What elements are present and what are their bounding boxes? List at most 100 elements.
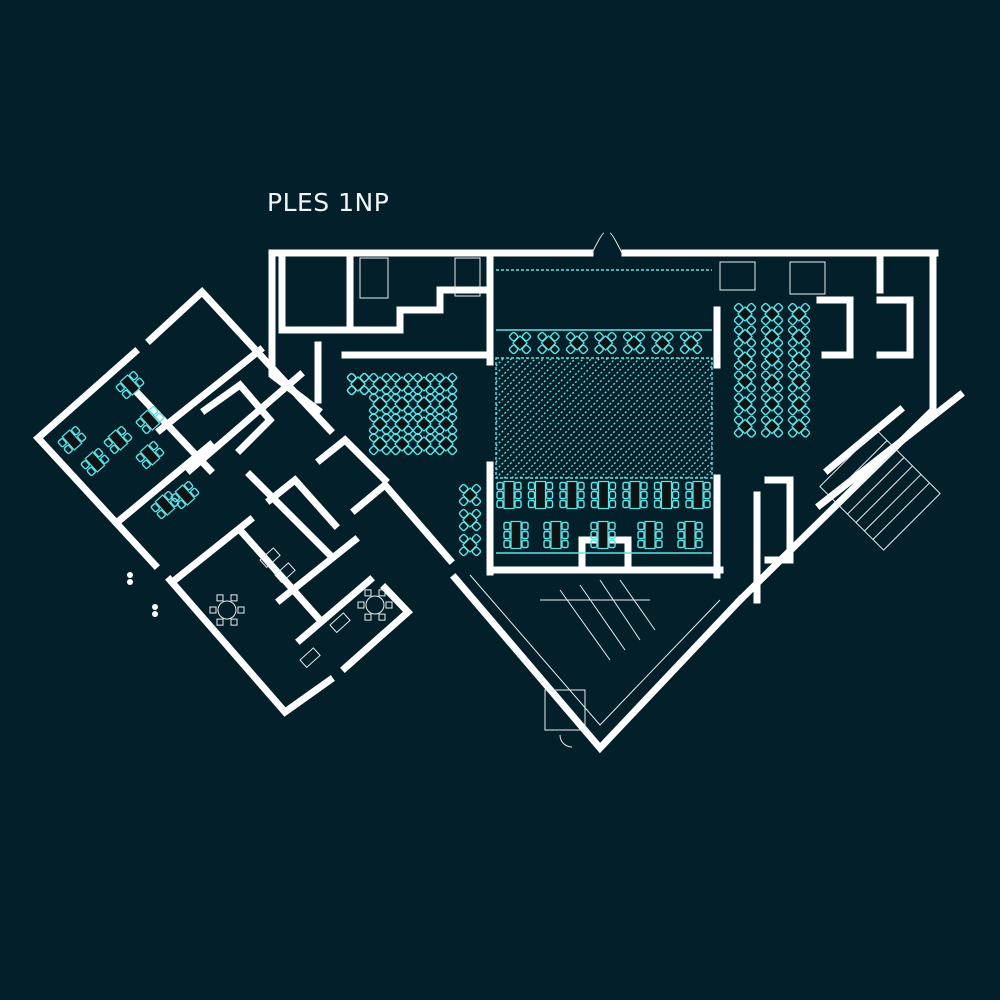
banquet-table-set bbox=[653, 480, 680, 510]
chair bbox=[746, 360, 757, 371]
chair bbox=[425, 425, 436, 436]
office-desk bbox=[329, 612, 351, 634]
round-table-set bbox=[651, 331, 674, 355]
chair bbox=[86, 466, 96, 477]
chair bbox=[471, 483, 482, 494]
chair bbox=[123, 432, 133, 443]
chair bbox=[760, 405, 771, 416]
chair bbox=[412, 445, 423, 456]
chair bbox=[787, 315, 798, 326]
chair bbox=[637, 521, 645, 531]
chair bbox=[733, 428, 744, 438]
chair bbox=[425, 385, 436, 396]
chair bbox=[590, 539, 598, 549]
chair bbox=[679, 344, 690, 355]
chair bbox=[80, 459, 90, 470]
chair bbox=[514, 481, 522, 491]
meeting-table bbox=[357, 589, 393, 621]
chair bbox=[135, 377, 145, 388]
chair bbox=[521, 521, 529, 531]
hatch-line bbox=[647, 413, 713, 479]
chair bbox=[685, 490, 693, 500]
chair bbox=[622, 344, 633, 355]
chair bbox=[63, 444, 73, 455]
round-table-set bbox=[733, 347, 757, 371]
chair bbox=[671, 490, 680, 500]
chair bbox=[412, 432, 423, 443]
chair bbox=[622, 481, 630, 491]
chair bbox=[559, 481, 567, 491]
chair bbox=[471, 546, 482, 557]
chair bbox=[190, 487, 200, 498]
bollard bbox=[127, 579, 133, 585]
round-table-set bbox=[594, 331, 617, 355]
chair bbox=[653, 499, 662, 509]
bollard bbox=[127, 572, 133, 578]
chair bbox=[773, 383, 784, 393]
chair bbox=[434, 425, 445, 436]
chair bbox=[390, 445, 401, 456]
round-table-set bbox=[733, 392, 757, 416]
chair bbox=[787, 383, 798, 393]
chair bbox=[677, 530, 685, 540]
chair bbox=[135, 452, 145, 463]
chair bbox=[703, 490, 711, 500]
hatch-line bbox=[567, 357, 689, 479]
chair bbox=[346, 372, 357, 383]
hatch-line bbox=[503, 357, 625, 479]
chair bbox=[760, 383, 771, 393]
round-table-set bbox=[787, 347, 811, 371]
chair bbox=[77, 432, 87, 443]
hatch-line bbox=[495, 357, 577, 439]
chair bbox=[594, 344, 604, 355]
banquet-table-set bbox=[590, 520, 616, 550]
hatch-line bbox=[591, 357, 713, 479]
chair bbox=[447, 385, 458, 396]
hatch-line bbox=[495, 357, 553, 415]
chair bbox=[635, 331, 646, 342]
chair bbox=[447, 445, 458, 456]
chair bbox=[800, 428, 811, 438]
chair bbox=[679, 331, 690, 342]
chair bbox=[653, 481, 662, 491]
chair bbox=[692, 344, 703, 355]
chair bbox=[800, 347, 811, 358]
chair bbox=[787, 405, 798, 416]
chair bbox=[590, 530, 598, 540]
round-table-set bbox=[622, 331, 646, 355]
chair bbox=[590, 499, 599, 509]
chair bbox=[368, 425, 379, 436]
chair bbox=[746, 347, 757, 358]
hatch-line bbox=[519, 357, 641, 479]
chair bbox=[390, 392, 401, 403]
chair bbox=[637, 539, 645, 549]
hatch-line bbox=[695, 461, 713, 479]
chair bbox=[733, 370, 744, 380]
chair bbox=[746, 315, 757, 326]
entrance-wing-walls bbox=[450, 573, 745, 754]
chair bbox=[733, 392, 744, 403]
round-table-set bbox=[787, 415, 811, 438]
chair bbox=[565, 344, 576, 355]
banquet-table-set bbox=[135, 440, 165, 470]
chair bbox=[176, 499, 186, 510]
hatch-line bbox=[599, 365, 713, 479]
round-table-set bbox=[390, 372, 414, 396]
hatch-line bbox=[663, 429, 713, 479]
chair bbox=[100, 454, 110, 465]
hatch-line bbox=[535, 357, 657, 479]
chair bbox=[773, 315, 784, 326]
chair bbox=[508, 344, 519, 355]
chair bbox=[514, 490, 522, 500]
chair bbox=[359, 385, 370, 396]
chair bbox=[368, 432, 379, 443]
chair bbox=[746, 415, 757, 425]
chair bbox=[608, 539, 616, 549]
chair bbox=[403, 445, 414, 456]
round-table-set bbox=[368, 412, 392, 436]
chair bbox=[537, 331, 547, 342]
round-table-set bbox=[434, 372, 458, 396]
chair bbox=[607, 331, 617, 342]
chair bbox=[653, 490, 662, 500]
bollard bbox=[152, 611, 158, 617]
